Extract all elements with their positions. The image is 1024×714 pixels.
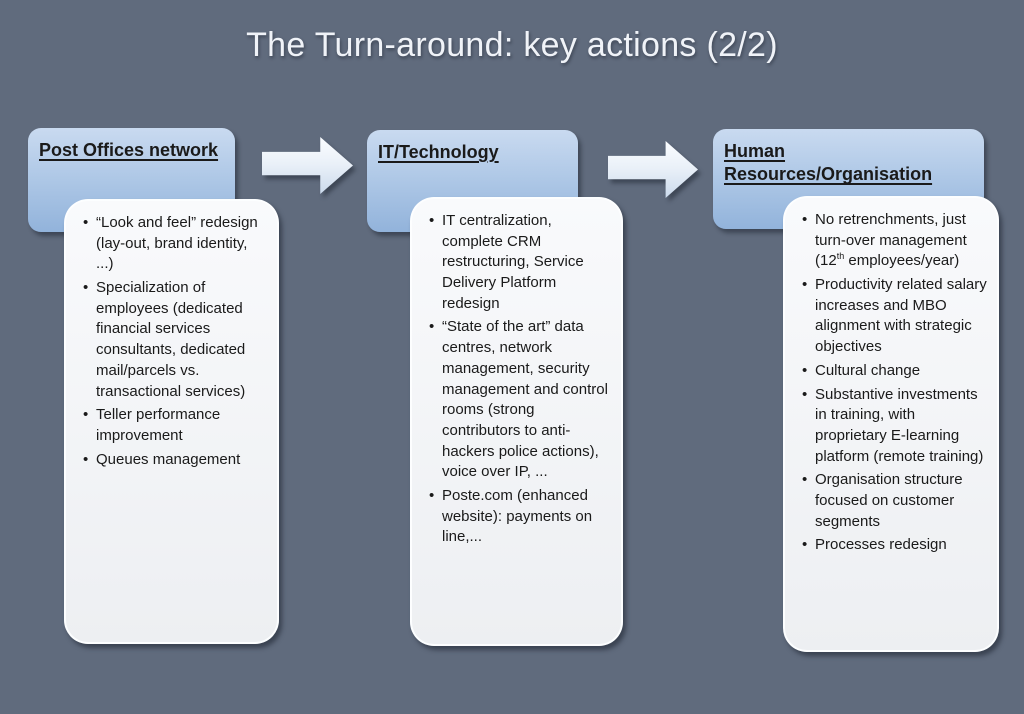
flow-right-arrow-icon-2 (608, 141, 698, 198)
right-arrow-shape (262, 137, 353, 194)
bullet-item: Poste.com (enhanced website): payments o… (429, 486, 613, 548)
bullet-item: Substantive investments in training, wit… (802, 385, 989, 468)
panel-human-resources: No retrenchments, just turn-over managem… (783, 196, 999, 652)
panel-it-technology: IT centralization, complete CRM restruct… (410, 197, 623, 646)
right-arrow-shape (608, 141, 698, 198)
bullet-item: Teller performance improvement (83, 405, 269, 446)
flow-right-arrow-icon-1 (262, 137, 353, 194)
panel-post-offices: “Look and feel” redesign (lay-out, brand… (64, 199, 279, 644)
bullet-item: Productivity related salary increases an… (802, 275, 989, 358)
bullet-item: Specialization of employees (dedicated f… (83, 278, 269, 402)
header-label-human-resources: Human Resources/Organisation (724, 141, 933, 185)
bullet-item: Processes redesign (802, 535, 989, 556)
bullet-list-it-technology: IT centralization, complete CRM restruct… (429, 211, 613, 548)
bullet-list-post-offices: “Look and feel” redesign (lay-out, brand… (83, 213, 269, 470)
bullet-item: Cultural change (802, 361, 989, 382)
bullet-item: “State of the art” data centres, network… (429, 317, 613, 483)
bullet-item: “Look and feel” redesign (lay-out, brand… (83, 213, 269, 275)
bullet-item: Organisation structure focused on custom… (802, 470, 989, 532)
header-label-it-technology: IT/Technology (378, 142, 499, 162)
header-label-post-offices: Post Offices network (39, 140, 219, 160)
bullet-item: IT centralization, complete CRM restruct… (429, 211, 613, 314)
bullet-item: Queues management (83, 450, 269, 471)
bullet-item: No retrenchments, just turn-over managem… (802, 210, 989, 272)
slide-title: The Turn-around: key actions (2/2) (246, 26, 778, 64)
bullet-list-human-resources: No retrenchments, just turn-over managem… (802, 210, 989, 556)
